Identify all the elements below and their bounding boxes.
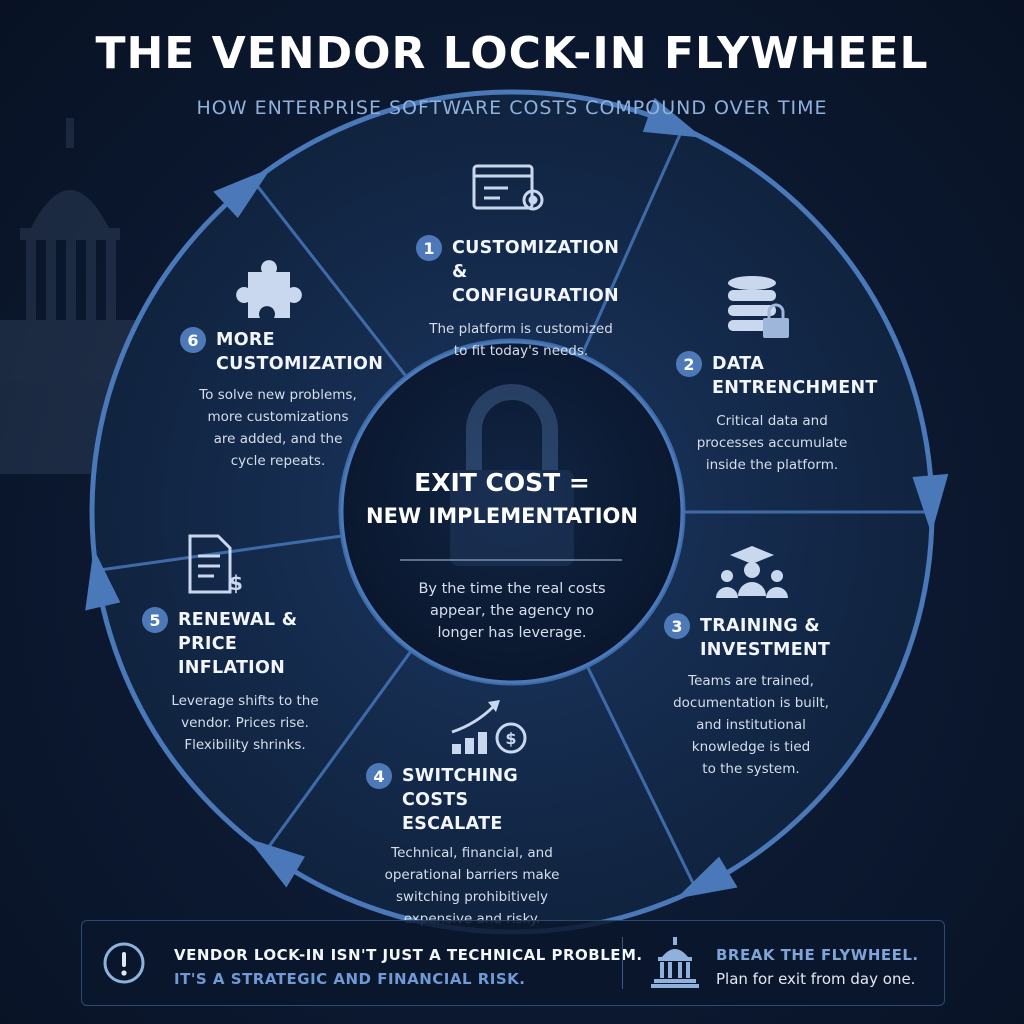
segment-2: 2 DATA ENTRENCHMENT Critical data and pr… [676, 351, 878, 476]
segment-description: The platform is customized to fit today'… [429, 321, 613, 359]
cycle-arrow-3 [912, 473, 949, 534]
padlock-body [450, 470, 574, 566]
invoice-dollar-icon [188, 534, 232, 594]
segment-title: CUSTOMIZATION & CONFIGURATION [452, 238, 620, 306]
segment-title: DATA ENTRENCHMENT [712, 354, 878, 398]
banner-warning-text: VENDOR LOCK-IN ISN'T JUST A TECHNICAL PR… [174, 946, 643, 988]
rising-cost-icon [451, 700, 527, 754]
bottom-banner: VENDOR LOCK-IN ISN'T JUST A TECHNICAL PR… [81, 920, 945, 1006]
invoice-dollar-glyph: $ [229, 571, 243, 595]
page-subtitle: HOW ENTERPRISE SOFTWARE COSTS COMPOUND O… [196, 97, 828, 119]
segment-1: 1 CUSTOMIZATION & CONFIGURATION The plat… [416, 235, 636, 362]
dollar-sign-glyph: $ [505, 729, 516, 748]
banner-divider [622, 937, 623, 989]
team-graduation-icon [716, 546, 788, 598]
center-title: EXIT COST = NEW IMPLEMENTATION [366, 468, 638, 528]
segment-number: 6 [180, 327, 206, 353]
segment-5: 5 RENEWAL & PRICE INFLATION Leverage shi… [142, 607, 352, 756]
segment-title: SWITCHING COSTS ESCALATE [402, 766, 519, 834]
segment-description: Leverage shifts to the vendor. Prices ri… [171, 693, 319, 753]
segment-6: 6 MORE CUSTOMIZATION To solve new proble… [180, 327, 383, 472]
segment-number: 3 [664, 613, 690, 639]
exclamation-icon [103, 942, 145, 984]
segment-title: RENEWAL & PRICE INFLATION [178, 610, 298, 678]
segment-title: TRAINING & INVESTMENT [700, 616, 831, 660]
segment-description: To solve new problems, more customizatio… [199, 387, 357, 469]
segment-description: Teams are trained, documentation is buil… [673, 673, 829, 777]
cycle-arrow-5 [247, 838, 305, 888]
government-building-icon [651, 937, 699, 988]
cycle-arrow-4 [676, 856, 738, 899]
flywheel-arrows [85, 97, 949, 899]
cycle-arrow-2 [642, 97, 703, 138]
banner-cta-text: BREAK THE FLYWHEEL. Plan for exit from d… [716, 946, 919, 988]
segment-number: 4 [366, 763, 392, 789]
segment-title: MORE CUSTOMIZATION [216, 330, 384, 374]
segment-number: 1 [416, 235, 442, 261]
cycle-arrow-6 [85, 548, 121, 611]
segment-description: Technical, financial, and operational ba… [384, 845, 560, 927]
puzzle-piece-icon [236, 260, 302, 318]
segment-number: 2 [676, 351, 702, 377]
segment-4: 4 SWITCHING COSTS ESCALATE Technical, fi… [366, 763, 586, 930]
page-title: THE VENDOR LOCK-IN FLYWHEEL [95, 28, 929, 79]
center-hub [340, 340, 684, 684]
browser-gear-icon [472, 164, 544, 211]
database-lock-icon [728, 276, 789, 338]
segment-3: 3 TRAINING & INVESTMENT Teams are traine… [664, 613, 844, 780]
cycle-arrow-1 [213, 167, 272, 218]
center-description: By the time the real costs appear, the a… [418, 581, 606, 641]
segment-number: 5 [142, 607, 168, 633]
segment-description: Critical data and processes accumulate i… [696, 413, 848, 473]
padlock-icon [466, 384, 558, 470]
